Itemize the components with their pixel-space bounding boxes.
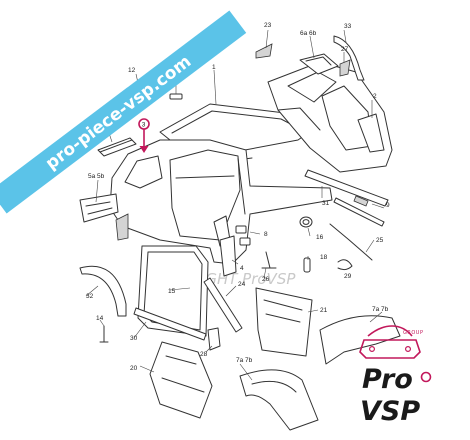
callout-7a-7b-lower: 7a 7b (236, 357, 253, 364)
callout-8: 8 (264, 231, 268, 238)
rear-window-seal (97, 137, 137, 157)
wheel-arch-liner-lower (239, 369, 319, 431)
inner-panel-21 (255, 287, 313, 357)
sill-strip-30 (133, 307, 207, 341)
callout-21: 21 (320, 307, 328, 314)
inner-liner-20 (149, 341, 213, 419)
trim-piece-23 (255, 43, 273, 59)
logo-accent-dot (420, 371, 432, 383)
logo-car-light-left (369, 346, 376, 353)
clip-29 (337, 259, 353, 271)
rear-panel-small (115, 213, 129, 241)
callout-18: 18 (320, 254, 328, 261)
callout-31: 31 (322, 200, 330, 207)
callout-24: 24 (238, 281, 246, 288)
callout-16: 16 (316, 234, 324, 241)
logo-car-roof (367, 325, 413, 337)
callout-25: 25 (376, 237, 384, 244)
logo-group-label: GROUP (403, 330, 423, 336)
weatherstrip-24 (203, 277, 243, 333)
door-seal (137, 245, 209, 337)
callout-20: 20 (130, 365, 138, 372)
callout-32: 32 (86, 293, 94, 300)
provsp-logo: GROUP Pro VSP (359, 325, 432, 427)
front-wheel-arch (79, 265, 127, 317)
callout-27: 27 (341, 46, 349, 53)
logo-car-body (359, 339, 421, 359)
sill-moulding (304, 169, 389, 207)
callout-6a-6b: 6a 6b (300, 30, 317, 37)
right-side-assembly (267, 61, 393, 173)
highlight-arrow-head (139, 146, 149, 153)
callout-23: 23 (264, 22, 272, 29)
strip-25 (329, 223, 373, 261)
callout-30: 30 (130, 335, 138, 342)
pillar-4 (219, 235, 237, 277)
clip-18 (303, 257, 311, 273)
body-side-panel (109, 139, 333, 265)
callout-4: 4 (240, 265, 244, 272)
callout-2: 2 (373, 93, 377, 100)
quarter-window-frame (299, 53, 339, 75)
callout-labels: 23 33 6a 6b 27 12 19 1 2 22 5a 5b 9 31 1… (86, 22, 390, 372)
clip-19 (169, 93, 183, 100)
callout-14: 14 (96, 315, 104, 322)
bolt-26 (261, 251, 277, 269)
trim-strip-9 (333, 197, 385, 227)
banner-background (0, 10, 247, 214)
callout-3: 3 (142, 121, 146, 128)
highlight-marker: 3 (138, 118, 150, 153)
bracket-27 (339, 59, 351, 77)
callout-15: 15 (168, 288, 176, 295)
callout-9: 9 (386, 202, 390, 209)
callout-5a-5b: 5a 5b (88, 173, 105, 180)
logo-car-light-right (405, 346, 412, 353)
logo-brand-bottom: VSP (360, 396, 420, 427)
logo-brand-top: Pro (362, 364, 413, 395)
callout-12: 12 (128, 67, 136, 74)
callout-28: 28 (200, 351, 208, 358)
callout-29: 29 (344, 273, 352, 280)
bracket-28 (207, 327, 221, 351)
callout-1: 1 (212, 64, 216, 71)
callout-26: 26 (262, 276, 270, 283)
callout-33: 33 (344, 23, 352, 30)
screw-14 (99, 325, 109, 343)
rear-quarter-panel (79, 193, 119, 223)
callout-7a-7b-upper: 7a 7b (372, 306, 389, 313)
grommet-16 (299, 216, 313, 228)
wheel-arch-33 (333, 35, 365, 81)
hinge-8 (235, 225, 251, 246)
